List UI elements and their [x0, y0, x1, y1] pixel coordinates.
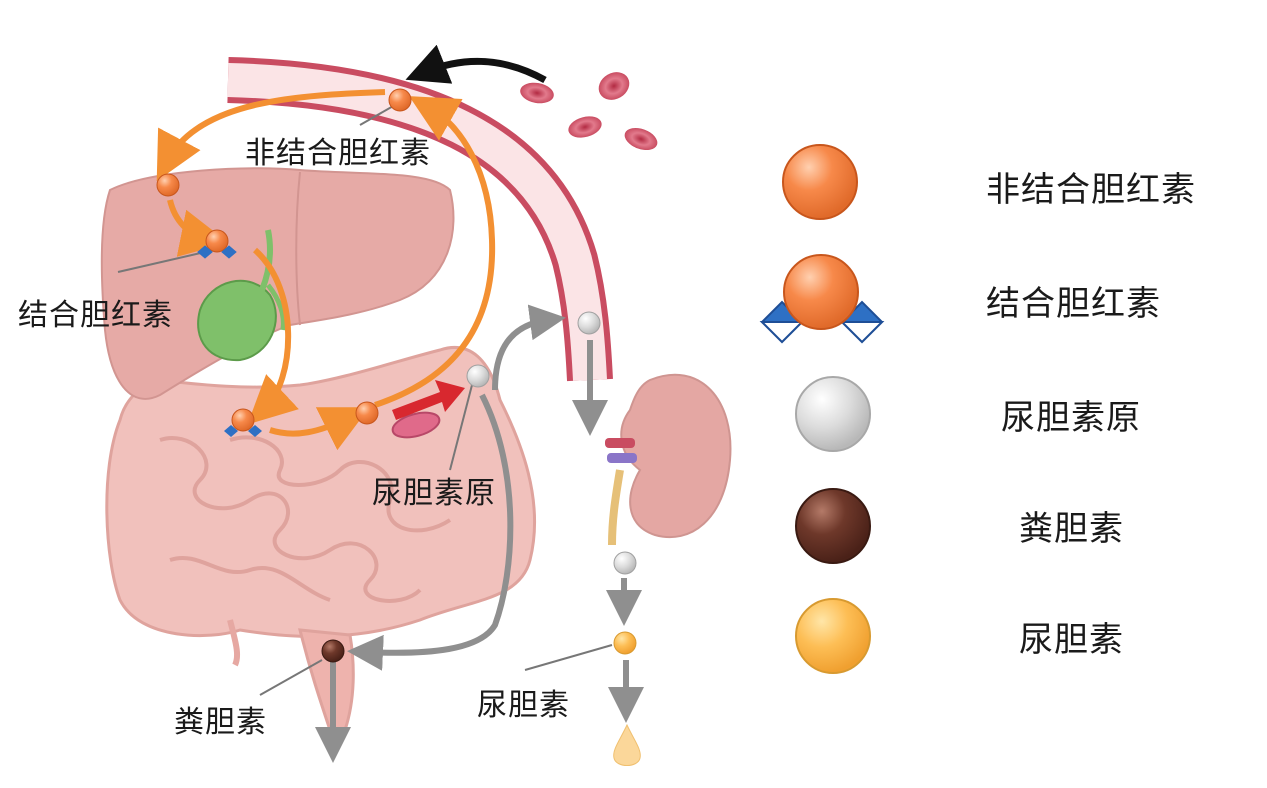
urobilinogen-icon	[466, 364, 490, 388]
unconjugated-bilirubin-icon	[355, 401, 379, 425]
urobilinogen-icon	[577, 311, 601, 335]
legend-conjugated-sphere-icon	[759, 254, 885, 344]
urobilinogen-icon	[613, 551, 637, 575]
legend-label-urobilin: 尿胆素	[1019, 620, 1124, 660]
red-blood-cell-icon	[520, 82, 554, 104]
stercobilin-icon	[321, 639, 345, 663]
unconjugated-bilirubin-icon	[156, 173, 180, 197]
black-arrow	[405, 44, 547, 84]
label-urobilin: 尿胆素	[477, 688, 570, 723]
bacterium	[391, 411, 441, 439]
label-conjugated-bilirubin: 结合胆红素	[18, 298, 173, 333]
red-blood-cells	[520, 72, 658, 151]
legend-brown-sphere-icon	[795, 488, 871, 564]
legend-gray-sphere-icon	[795, 376, 871, 452]
intestines	[105, 345, 537, 732]
red-blood-cell-icon	[568, 116, 602, 138]
legend-label-unconjugated-bilirubin: 非结合胆红素	[986, 170, 1196, 210]
conjugated-bilirubin-icon	[224, 408, 262, 437]
label-unconjugated-bilirubin: 非结合胆红素	[245, 136, 431, 171]
kidney	[605, 373, 732, 546]
label-urobilinogen: 尿胆素原	[372, 476, 496, 511]
urobilin-icon	[613, 631, 637, 655]
red-blood-cell-icon	[598, 72, 630, 100]
legend-label-conjugated-bilirubin: 结合胆红素	[986, 284, 1161, 324]
label-stercobilin: 粪胆素	[174, 705, 267, 740]
legend-icons	[759, 144, 885, 674]
legend-yellow-sphere-icon	[795, 598, 871, 674]
gallbladder	[197, 229, 286, 362]
red-arrow	[392, 380, 465, 420]
gray-arrows	[315, 304, 644, 763]
legend-label-stercobilin: 粪胆素	[1019, 509, 1124, 549]
diagram-molecules	[156, 88, 641, 766]
conjugated-bilirubin-icon	[197, 229, 237, 259]
orange-arrows	[156, 89, 496, 451]
urine-drop-icon	[613, 723, 641, 766]
legend-orange-sphere-icon	[782, 144, 858, 220]
leader-lines	[117, 104, 613, 696]
legend-label-urobilinogen: 尿胆素原	[1001, 398, 1141, 438]
red-blood-cell-icon	[624, 127, 658, 151]
unconjugated-bilirubin-icon	[388, 88, 412, 112]
